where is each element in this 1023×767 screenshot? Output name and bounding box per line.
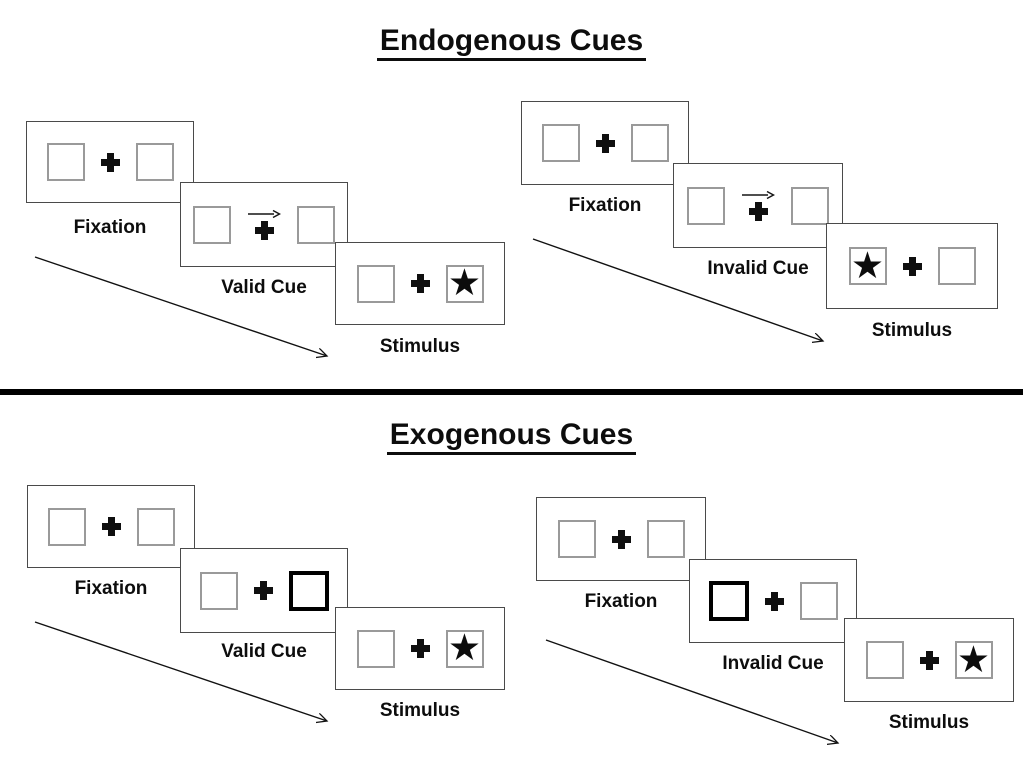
endo-valid-fixation-panel bbox=[26, 121, 194, 203]
endo-invalid-time-arrow bbox=[532, 238, 823, 341]
exo-valid-time-arrow bbox=[34, 621, 327, 721]
fixation-cross-icon bbox=[748, 202, 768, 221]
target-box: ★ bbox=[445, 627, 484, 668]
left-placeholder-box bbox=[47, 507, 86, 546]
highlighted-cue-box bbox=[708, 581, 749, 621]
right-placeholder-box bbox=[630, 124, 669, 162]
step-label-fixation: Fixation bbox=[73, 217, 147, 238]
endo-valid-cue-panel bbox=[180, 182, 348, 267]
left-placeholder-box bbox=[46, 143, 85, 181]
exo-valid-stimulus-panel: ★ bbox=[335, 607, 505, 690]
left-placeholder-box bbox=[557, 520, 596, 558]
cue-center bbox=[741, 190, 775, 221]
endogenous-title-text: Endogenous Cues bbox=[376, 24, 647, 61]
right-placeholder-box bbox=[791, 186, 829, 225]
left-placeholder-box bbox=[193, 205, 231, 244]
target-box: ★ bbox=[445, 262, 484, 303]
left-placeholder-box bbox=[199, 571, 238, 610]
right-placeholder-box bbox=[937, 247, 976, 285]
star-icon: ★ bbox=[956, 638, 991, 680]
step-label-cue: Valid Cue bbox=[221, 277, 307, 298]
fixation-cross-icon bbox=[254, 221, 274, 240]
target-box: ★ bbox=[954, 638, 993, 680]
endo-invalid-cue-panel bbox=[673, 163, 843, 248]
right-placeholder-box bbox=[297, 205, 335, 244]
right-placeholder-box bbox=[646, 520, 685, 558]
step-label-fixation: Fixation bbox=[584, 591, 658, 612]
step-label-cue: Invalid Cue bbox=[707, 258, 809, 279]
step-label-cue: Invalid Cue bbox=[722, 653, 824, 674]
highlighted-cue-box bbox=[288, 570, 329, 611]
fixation-cross-icon bbox=[101, 517, 121, 536]
left-placeholder-box bbox=[687, 186, 725, 225]
endo-valid-stimulus-panel: ★ bbox=[335, 242, 505, 325]
step-label-fixation: Fixation bbox=[74, 578, 148, 599]
step-label-stimulus: Stimulus bbox=[871, 320, 953, 341]
endogenous-section-title: Endogenous Cues bbox=[0, 24, 1023, 61]
star-icon: ★ bbox=[447, 627, 482, 668]
endo-invalid-stimulus-panel: ★ bbox=[826, 223, 998, 309]
step-label-stimulus: Stimulus bbox=[379, 700, 461, 721]
exo-invalid-time-arrow bbox=[545, 639, 838, 743]
fixation-cross-icon bbox=[764, 591, 784, 611]
right-arrow-icon bbox=[742, 190, 775, 200]
step-label-stimulus: Stimulus bbox=[888, 712, 970, 733]
right-placeholder-box bbox=[136, 507, 175, 546]
exo-invalid-cue-panel bbox=[689, 559, 857, 643]
step-label-cue: Valid Cue bbox=[221, 641, 307, 662]
fixation-cross-icon bbox=[595, 133, 615, 153]
step-label-fixation: Fixation bbox=[568, 195, 642, 216]
fixation-cross-icon bbox=[410, 639, 430, 658]
star-icon: ★ bbox=[850, 244, 885, 286]
right-arrow-icon bbox=[248, 209, 281, 219]
left-placeholder-box bbox=[541, 124, 580, 162]
exo-invalid-fixation-panel bbox=[536, 497, 706, 581]
left-placeholder-box bbox=[865, 641, 904, 679]
fixation-cross-icon bbox=[100, 152, 120, 172]
endo-invalid-fixation-panel bbox=[521, 101, 689, 185]
star-icon: ★ bbox=[447, 262, 482, 303]
endo-valid-time-arrow bbox=[34, 256, 327, 356]
fixation-cross-icon bbox=[410, 274, 430, 293]
exo-valid-cue-panel bbox=[180, 548, 348, 633]
exo-invalid-stimulus-panel: ★ bbox=[844, 618, 1014, 702]
target-box: ★ bbox=[848, 244, 887, 286]
exo-valid-fixation-panel bbox=[27, 485, 195, 568]
fixation-cross-icon bbox=[919, 650, 939, 670]
exogenous-section-title: Exogenous Cues bbox=[0, 418, 1023, 455]
left-placeholder-box bbox=[356, 264, 395, 303]
fixation-cross-icon bbox=[611, 529, 631, 549]
right-placeholder-box bbox=[799, 582, 838, 620]
step-label-stimulus: Stimulus bbox=[379, 336, 461, 357]
fixation-cross-icon bbox=[902, 256, 922, 276]
section-divider bbox=[0, 389, 1023, 395]
fixation-cross-icon bbox=[253, 581, 273, 600]
cue-center bbox=[247, 209, 281, 240]
exogenous-title-text: Exogenous Cues bbox=[386, 418, 637, 455]
right-placeholder-box bbox=[135, 143, 174, 181]
left-placeholder-box bbox=[356, 629, 395, 668]
